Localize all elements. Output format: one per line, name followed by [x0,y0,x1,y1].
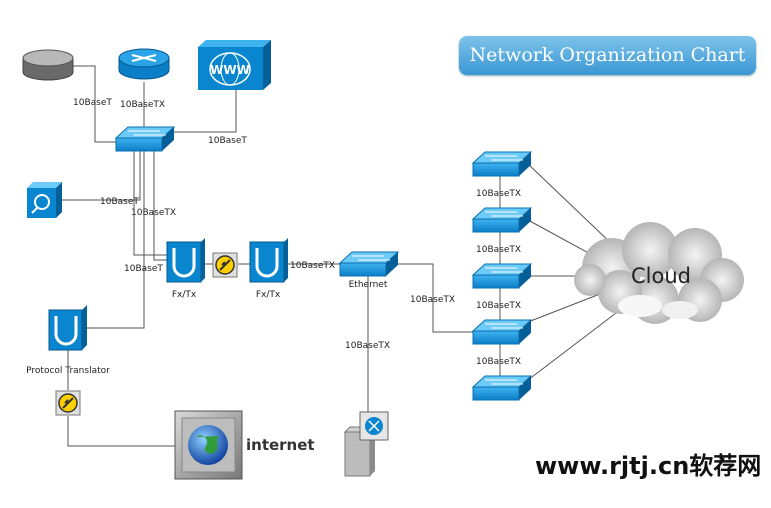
fx-tx-converter-2 [249,238,288,283]
protocol-translator-label: Protocol Translator [26,366,110,376]
ethernet-switch-icon [338,251,400,277]
link-label: 10BaseTX [476,189,521,199]
disk-icon [22,49,74,81]
link-dir-switch [62,150,141,201]
watermark: www.rjtj.cn软荐网 [535,452,762,480]
link-label: 10BaseTX [120,100,165,110]
link-label: 10BaseTX [290,261,335,271]
link-label: 10BaseTX [476,301,521,311]
link-s2-cloud [527,219,595,257]
www-server-icon: WWW [198,40,271,90]
link-label: 10BaseTX [345,341,390,351]
server-icon [343,411,389,477]
internet-globe-icon [174,410,243,480]
link-label: 10BaseTX [410,295,455,305]
fx-tx-converter-1 [166,238,205,283]
stack-switch-1 [471,151,533,177]
link-ethernet-stack [396,263,476,333]
link-labels: 10BaseT 10BaseTX 10BaseT 10BaseT 10BaseT… [73,98,521,367]
link-s1-cloud [527,163,615,247]
diagram-title: Network Organization Chart [469,44,746,66]
link-switch-fx1 [133,150,168,256]
fx-tx-label-2: Fx/Tx [256,290,281,300]
link-label: 10BaseT [124,264,163,274]
cloud-icon [574,222,744,324]
connections [62,65,621,447]
cloud-label: Cloud [631,264,691,288]
fx-tx-label-1: Fx/Tx [172,290,197,300]
ethernet-label: Ethernet [349,280,388,290]
link-label: 10BaseTX [476,245,521,255]
www-text: WWW [210,63,250,77]
router-icon [118,48,170,80]
stack-switch-4 [471,319,533,345]
title-banner [459,36,756,75]
link-label: 10BaseT [208,136,247,146]
link-label: 10BaseT [73,98,112,108]
link-switch-fx1b [153,150,168,261]
link-s5-cloud [527,309,621,381]
stack-switch-3 [471,263,533,289]
link-s4-cloud [527,293,601,323]
link-disk-switch [72,65,118,143]
internet-label: internet [246,436,315,454]
directory-server-icon [27,182,62,218]
link-label: 10BaseTX [131,208,176,218]
link-switch-protocol [82,150,145,329]
core-switch-icon [114,126,176,152]
link-label: 10BaseTX [476,357,521,367]
transceiver-icon [212,252,238,278]
protocol-translator-icon [48,305,87,351]
link-gear-internet [67,416,176,447]
stack-switch-5 [471,375,533,401]
link-label: 10BaseT [100,197,139,207]
link-web-switch [172,90,237,133]
switch-stack [471,151,533,401]
stack-switch-2 [471,207,533,233]
transceiver-icon-2 [55,390,81,416]
